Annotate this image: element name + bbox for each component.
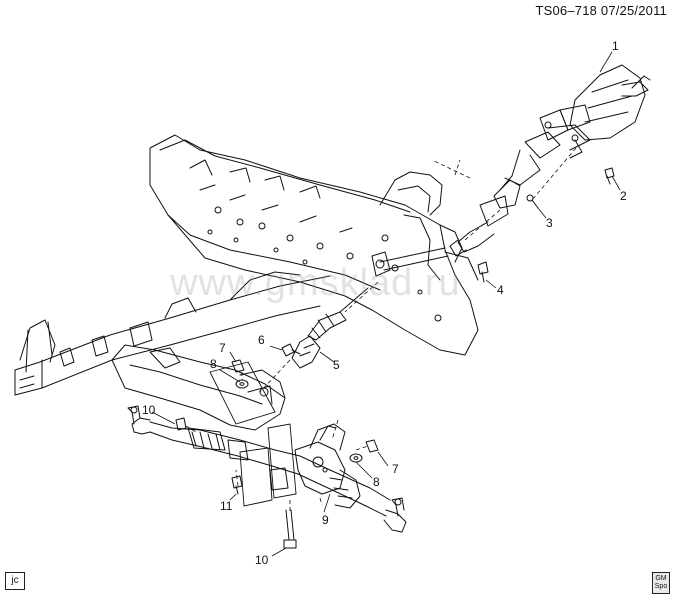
callout-7-right: 7 bbox=[392, 462, 399, 476]
bolt-10-upper bbox=[175, 417, 187, 431]
washer-8-upper bbox=[235, 379, 249, 389]
nut-7-right bbox=[365, 439, 379, 453]
leader-lines bbox=[151, 51, 621, 557]
callout-labels: 1 2 3 4 5 6 7 7 8 8 9 10 10 11 bbox=[142, 39, 627, 567]
dash-panel-frame bbox=[149, 134, 479, 356]
callout-10-lower: 10 bbox=[255, 553, 269, 567]
fastener-2 bbox=[604, 167, 615, 185]
callout-11: 11 bbox=[220, 499, 233, 513]
callout-4: 4 bbox=[497, 283, 504, 297]
nut-7-upper bbox=[231, 359, 245, 373]
frame-rail bbox=[14, 271, 331, 396]
bracket-boxes bbox=[209, 361, 297, 507]
callout-10-upper: 10 bbox=[142, 403, 156, 417]
steering-column bbox=[479, 64, 651, 227]
callout-5: 5 bbox=[333, 358, 340, 372]
callout-8-right: 8 bbox=[373, 475, 380, 489]
lower-intermediate-shaft bbox=[291, 287, 369, 369]
author-tag: jc bbox=[5, 572, 25, 590]
callout-7-upper: 7 bbox=[219, 341, 226, 355]
callout-8-upper: 8 bbox=[210, 357, 217, 371]
callout-2: 2 bbox=[620, 189, 627, 203]
fastener-4 bbox=[477, 261, 489, 283]
gm-spo-stamp: GM Spo bbox=[652, 572, 670, 594]
fastener-3 bbox=[526, 194, 539, 209]
watermark: www.gmsklad.ru bbox=[170, 262, 461, 304]
callout-9: 9 bbox=[322, 513, 329, 527]
tie-rod-end-left bbox=[127, 405, 151, 435]
bolt-10-lower bbox=[283, 509, 297, 549]
washer-8-right bbox=[349, 453, 363, 463]
document-id: TS06–718 07/25/2011 bbox=[535, 3, 667, 18]
bolt-11 bbox=[231, 475, 243, 495]
fastener-6 bbox=[281, 343, 301, 357]
tie-rod-end-right bbox=[383, 497, 407, 533]
alignment-lines bbox=[185, 147, 577, 512]
callout-6: 6 bbox=[258, 333, 265, 347]
callout-3: 3 bbox=[546, 216, 553, 230]
intermediate-shaft bbox=[371, 221, 495, 277]
callout-1: 1 bbox=[612, 39, 619, 53]
